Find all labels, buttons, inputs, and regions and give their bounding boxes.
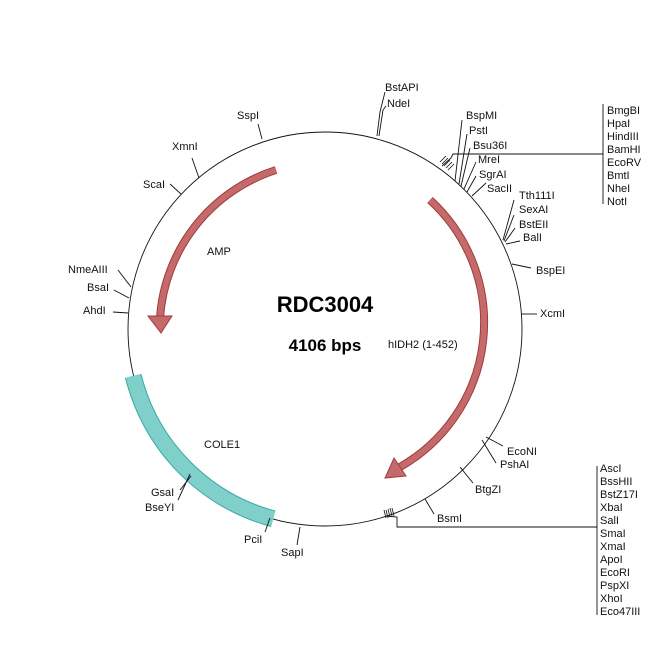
site-bsai[interactable]: BsaI <box>87 282 109 294</box>
mcs-site[interactable]: HindIII <box>607 131 639 143</box>
mcs-site[interactable]: SmaI <box>600 528 626 540</box>
plasmid-size: 4106 bps <box>289 336 362 355</box>
mcs-site[interactable]: BssHII <box>600 476 632 488</box>
mcs-site[interactable]: XmaI <box>600 541 626 553</box>
site-xmni[interactable]: XmnI <box>172 141 198 153</box>
mcs-site[interactable]: EcoRV <box>607 157 642 169</box>
site-ahdi[interactable]: AhdI <box>83 305 106 317</box>
site-pshai[interactable]: PshAI <box>500 459 529 471</box>
site-tth111i[interactable]: Tth111I <box>519 190 555 202</box>
amp-label: AMP <box>207 246 231 258</box>
mcs-site[interactable]: XbaI <box>600 502 623 514</box>
backbone-circle <box>127 131 523 527</box>
hidh2-arrowhead <box>384 456 407 479</box>
mcs-site[interactable]: ApoI <box>600 554 623 566</box>
site-bsteii[interactable]: BstEII <box>519 219 548 231</box>
mcs-site[interactable]: NotI <box>607 196 627 208</box>
site-sacii[interactable]: SacII <box>487 183 512 195</box>
mcs-site[interactable]: EcoRI <box>600 567 630 579</box>
mcs-bottom-list: AscI BssHII BstZ17I XbaI SalI SmaI XmaI … <box>600 463 640 618</box>
mcs-top-list: BmgBI HpaI HindIII BamHI EcoRV BmtI NheI… <box>607 105 642 208</box>
site-scai[interactable]: ScaI <box>143 179 165 191</box>
hidh2-label: hIDH2 (1-452) <box>388 339 458 351</box>
site-gsai[interactable]: GsaI <box>151 487 174 499</box>
site-bspmi[interactable]: BspMI <box>466 110 497 122</box>
site-mrei[interactable]: MreI <box>478 154 500 166</box>
mcs-site[interactable]: BstZ17I <box>600 489 638 501</box>
amp-arrowhead <box>146 315 173 334</box>
site-bali[interactable]: BalI <box>523 232 542 244</box>
site-bseyi[interactable]: BseYI <box>145 502 174 514</box>
amp-arrow-fill <box>157 167 277 319</box>
mcs-site[interactable]: HpaI <box>607 118 630 130</box>
site-bsu36i[interactable]: Bsu36I <box>473 140 507 152</box>
site-sgrai[interactable]: SgrAI <box>479 169 507 181</box>
site-bstapi[interactable]: BstAPI <box>385 82 419 94</box>
site-ndei[interactable]: NdeI <box>387 98 410 110</box>
site-xcmi[interactable]: XcmI <box>540 308 565 320</box>
mcs-hatch-top <box>439 155 455 171</box>
mcs-site[interactable]: BmtI <box>607 170 630 182</box>
cole1-fill <box>125 374 276 527</box>
hidh2-arrow[interactable] <box>398 197 489 471</box>
site-ticks <box>112 91 604 615</box>
mcs-site[interactable]: BmgBI <box>607 105 640 117</box>
mcs-site[interactable]: AscI <box>600 463 621 475</box>
hidh2-arrow-fill <box>398 197 488 470</box>
site-pcii[interactable]: PciI <box>244 534 262 546</box>
site-sspi[interactable]: SspI <box>237 110 259 122</box>
site-sapi[interactable]: SapI <box>281 547 304 559</box>
mcs-hatch-bottom <box>383 507 395 519</box>
site-nmeaiii[interactable]: NmeAIII <box>68 264 108 276</box>
site-psti[interactable]: PstI <box>469 125 488 137</box>
mcs-site[interactable]: PspXI <box>600 580 629 592</box>
mcs-site[interactable]: NheI <box>607 183 630 195</box>
site-bsmi[interactable]: BsmI <box>437 513 462 525</box>
mcs-site[interactable]: XhoI <box>600 593 623 605</box>
cole1-label: COLE1 <box>204 439 240 451</box>
amp-arrow[interactable] <box>156 166 278 319</box>
site-btgzi[interactable]: BtgZI <box>475 484 501 496</box>
mcs-site[interactable]: SalI <box>600 515 619 527</box>
site-bspei[interactable]: BspEI <box>536 265 565 277</box>
mcs-site[interactable]: BamHI <box>607 144 641 156</box>
site-econi[interactable]: EcoNI <box>507 446 537 458</box>
site-sexai[interactable]: SexAI <box>519 204 548 216</box>
mcs-site[interactable]: Eco47III <box>600 606 640 618</box>
plasmid-name: RDC3004 <box>277 292 374 317</box>
